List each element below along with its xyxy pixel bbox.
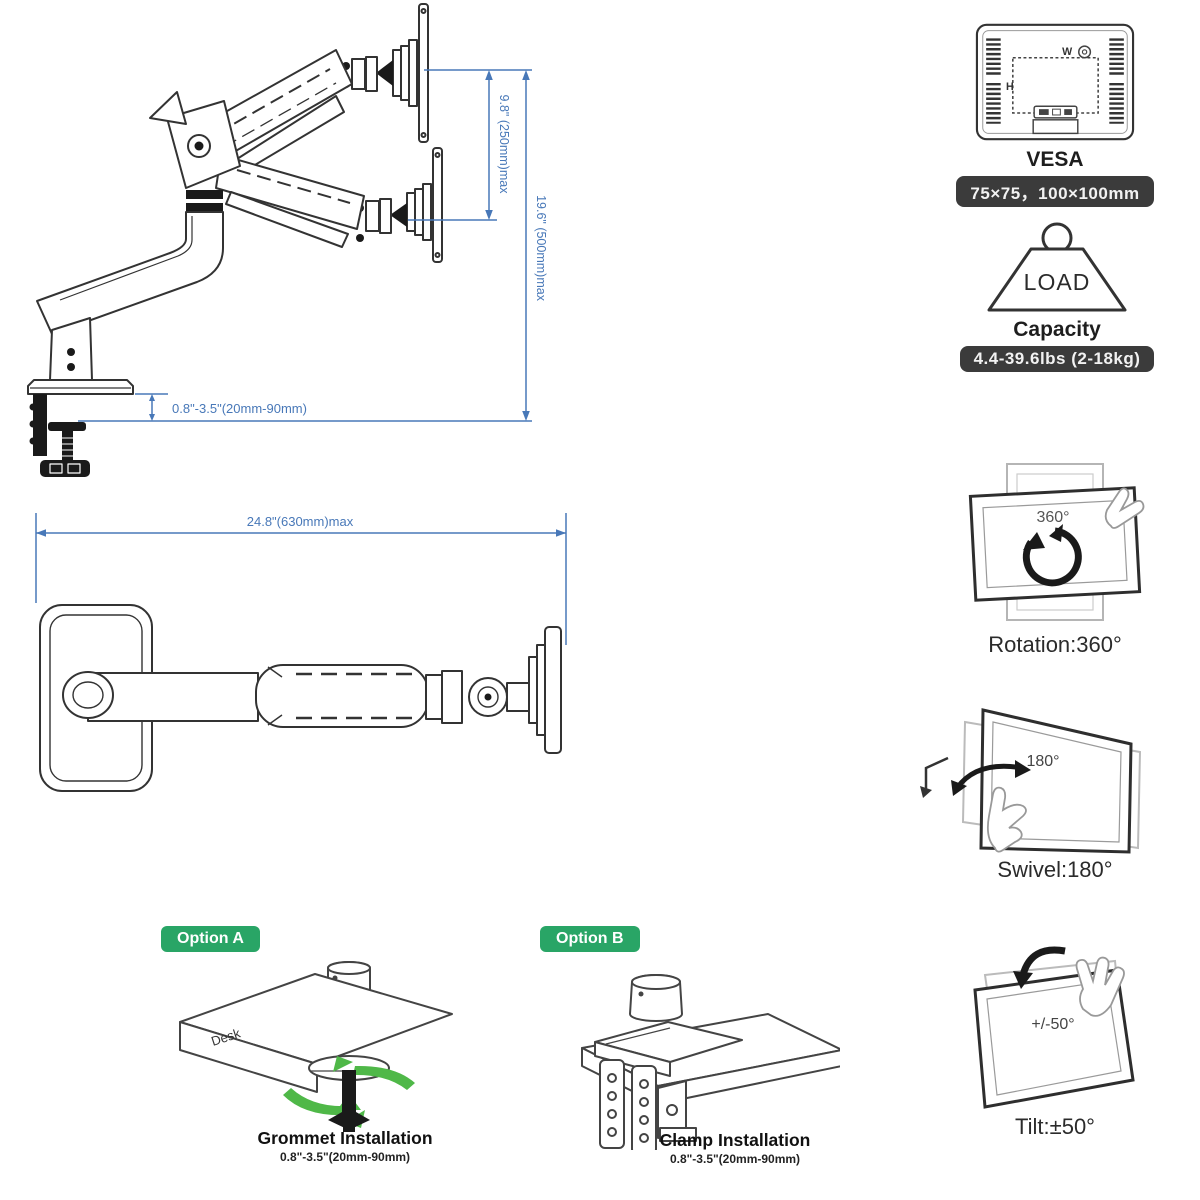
vesa-height-label: H [1006, 81, 1014, 93]
dim-height-full-label: 19.6" (500mm)max [534, 195, 548, 302]
swivel-arrow-icon [954, 763, 1024, 790]
rotation-360-icon: 360° [968, 463, 1145, 621]
dimension-lines [78, 69, 532, 422]
top-view-dimension-arrowheads [36, 529, 566, 537]
tilt-arrow-icon [1019, 946, 1066, 977]
swivel-spec-section: 180° Swivel:180° [920, 700, 1190, 883]
vesa-width-label: W [1062, 46, 1073, 58]
swivel-angle-label: 180° [1026, 753, 1059, 770]
option-a-badge: Option A [161, 926, 260, 952]
arm-line-art [27, 3, 443, 477]
hand-icon [1104, 487, 1145, 529]
rotation-spec-section: 360° Rotation:360° [930, 462, 1180, 658]
capacity-title: Capacity [1013, 318, 1101, 341]
hand-icon [986, 786, 1027, 853]
top-view-line-art [39, 604, 562, 792]
vesa-monitor-icon: W H [975, 23, 1135, 141]
tilt-spec-section: +/-50° Tilt:±50° [930, 945, 1180, 1140]
load-spec-section: LOAD Capacity 4.4-39.6lbs (2-18kg) [932, 222, 1182, 372]
vesa-knob-icon [1078, 45, 1092, 59]
grommet-installation-title: Grommet Installation [257, 1128, 433, 1148]
top-view-dimension-lines [35, 513, 567, 645]
rotation-arrow-icon [1022, 527, 1082, 587]
tilt-50-icon: +/-50° [973, 946, 1135, 1109]
capacity-badge: 4.4-39.6lbs (2-18kg) [959, 346, 1155, 372]
hand-icon [1075, 956, 1125, 1017]
monitor-arm-top-view-drawing: 24.8"(630mm)max [35, 513, 567, 792]
grommet-bolt [328, 1070, 370, 1132]
clamp-installation-title: Clamp Installation [659, 1130, 811, 1150]
grommet-installation-range: 0.8"-3.5"(20mm-90mm) [279, 1150, 411, 1164]
dim-height-upper-label: 9.8" (250mm)max [497, 95, 511, 195]
swivel-caption: Swivel:180° [997, 857, 1113, 882]
clamp-installation-range: 0.8"-3.5"(20mm-90mm) [669, 1152, 801, 1166]
swivel-back-arrow-fragment [920, 756, 949, 798]
load-icon-label: LOAD [1024, 269, 1091, 295]
dimension-arrowheads [149, 70, 530, 421]
option-b-badge: Option B [540, 926, 640, 952]
rotation-angle-label: 360° [1036, 509, 1069, 526]
vesa-title: VESA [1026, 148, 1084, 171]
option-a-section: Option A Desk Grommet Installation 0.8"-… [161, 920, 465, 1180]
tilt-angle-label: +/-50° [1031, 1016, 1074, 1033]
tilt-caption: Tilt:±50° [1015, 1114, 1095, 1139]
grommet-installation-drawing: Desk [179, 961, 453, 1132]
clamp-installation-drawing [581, 974, 840, 1150]
vesa-size-badge: 75×75，100×100mm [956, 176, 1154, 207]
vesa-spec-section: W H VESA 75×75，100×100mm [930, 22, 1180, 207]
dim-clamp-range-label: 0.8"-3.5"(20mm-90mm) [172, 401, 307, 416]
dim-width-label: 24.8"(630mm)max [247, 514, 354, 529]
monitor-arm-side-view-drawing: 9.8" (250mm)max 19.6" (500mm)max 0.8"-3.… [27, 3, 548, 477]
rotation-caption: Rotation:360° [988, 632, 1122, 657]
swivel-180-icon: 180° [951, 708, 1142, 854]
option-b-section: Option B Clamp Installation 0.8"-3.5"(20… [535, 920, 845, 1180]
load-weight-icon: LOAD [987, 222, 1127, 312]
